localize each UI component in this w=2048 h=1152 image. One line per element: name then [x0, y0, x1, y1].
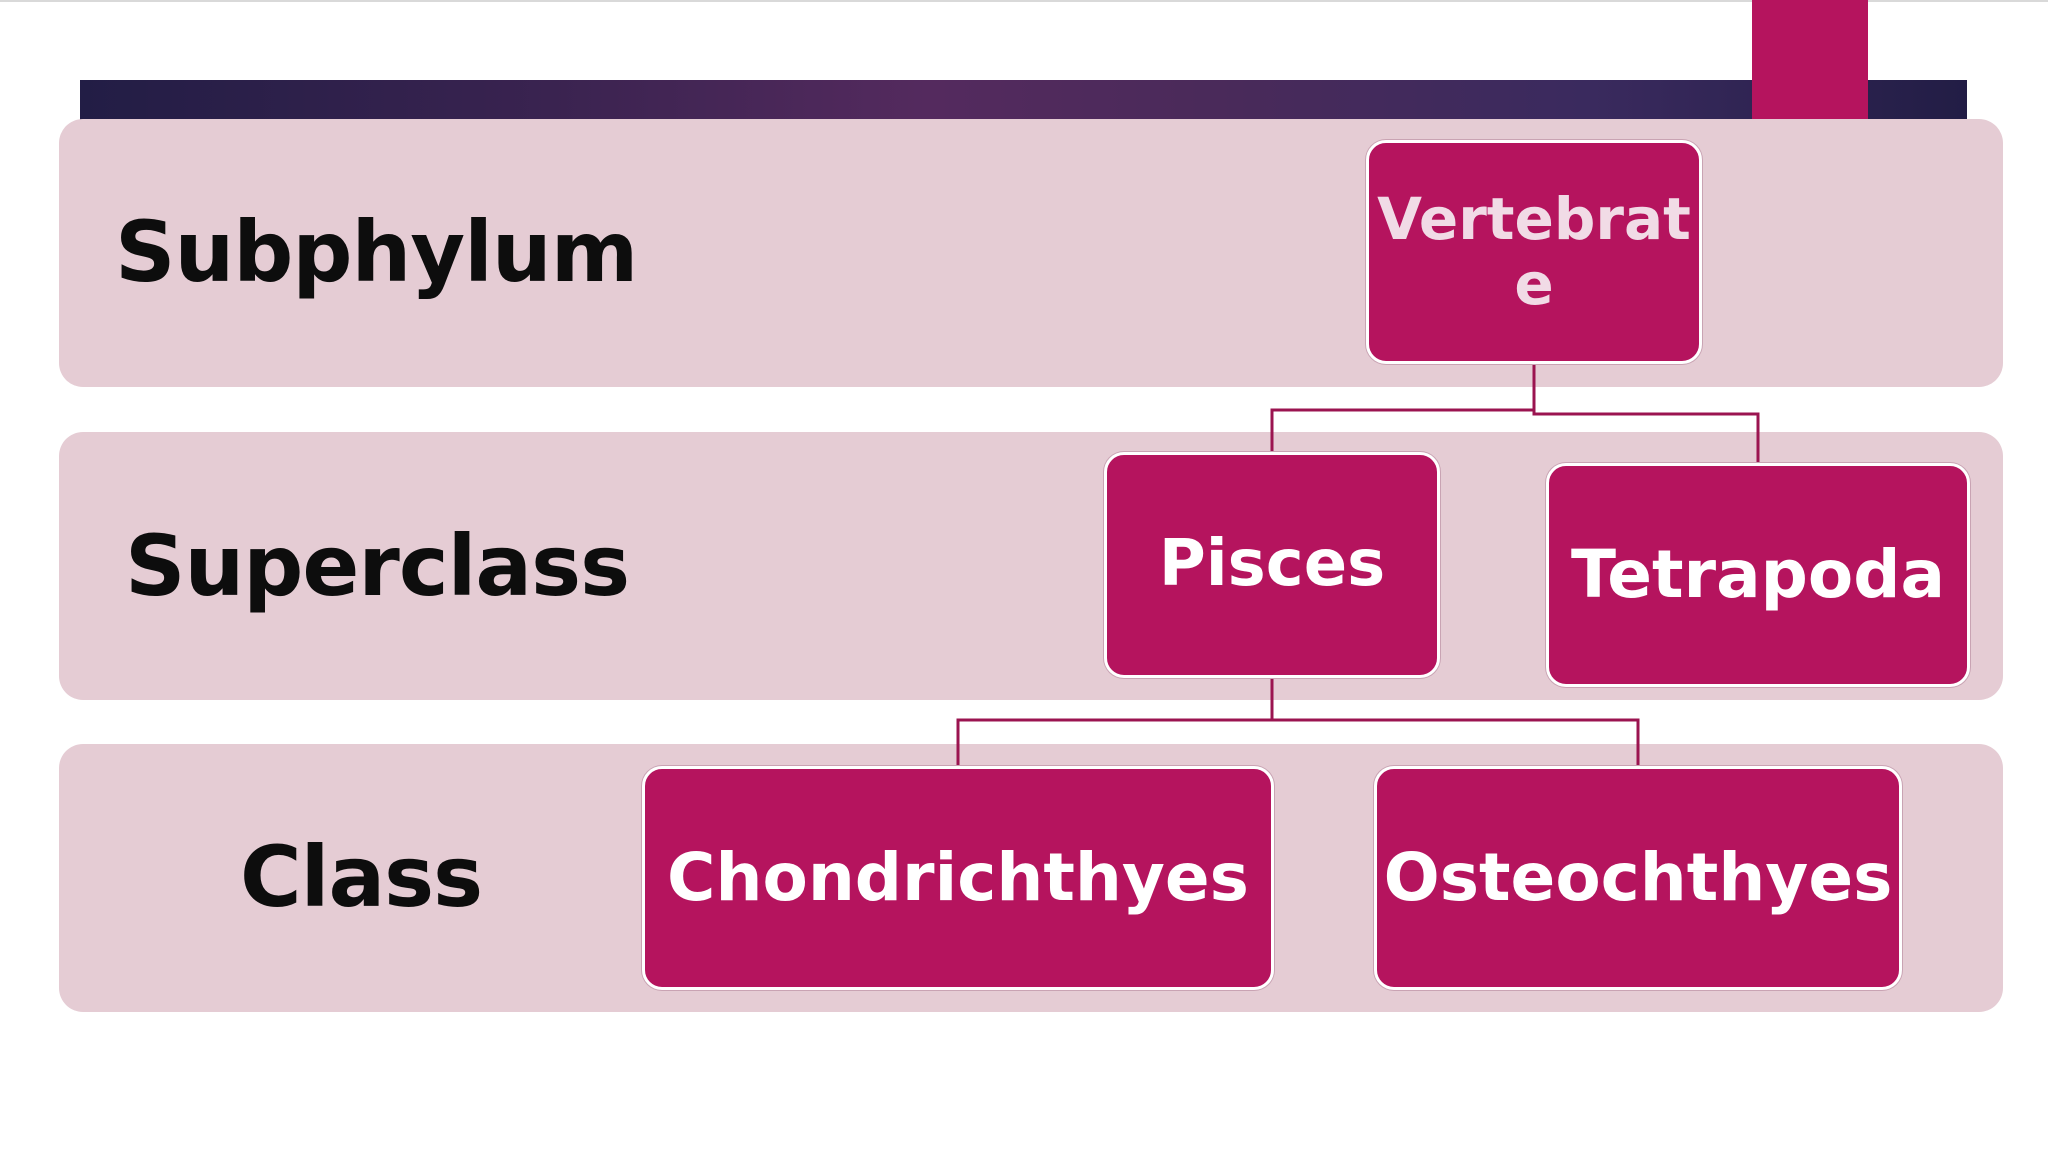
top-border-line — [0, 0, 2048, 2]
node-tetrapoda-label: Tetrapoda — [1570, 536, 1946, 614]
node-tetrapoda: Tetrapoda — [1546, 463, 1970, 687]
row-label-class: Class — [240, 828, 483, 926]
node-osteochthyes: Osteochthyes — [1374, 766, 1902, 990]
node-chondrichthyes: Chondrichthyes — [642, 766, 1274, 990]
node-osteochthyes-label: Osteochthyes — [1383, 839, 1893, 917]
row-label-subphylum: Subphylum — [115, 203, 638, 301]
node-pisces-label: Pisces — [1158, 527, 1386, 602]
node-vertebrate-label: Vertebrate — [1377, 185, 1691, 318]
node-vertebrate: Vertebrate — [1366, 140, 1702, 364]
row-label-superclass: Superclass — [125, 517, 630, 615]
accent-tab — [1752, 0, 1868, 120]
slide-title-bar — [80, 80, 1967, 120]
node-pisces: Pisces — [1104, 452, 1440, 678]
node-chondrichthyes-label: Chondrichthyes — [667, 839, 1249, 917]
